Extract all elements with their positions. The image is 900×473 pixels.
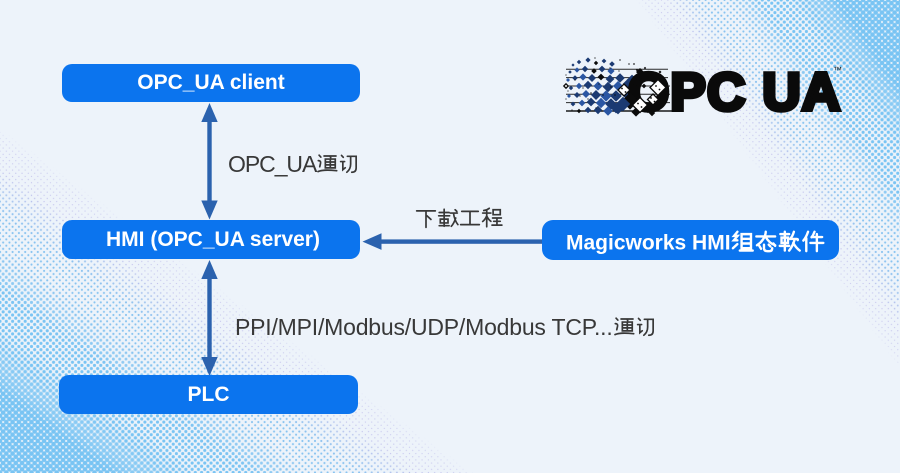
svg-text:™: ™ [833,65,842,75]
